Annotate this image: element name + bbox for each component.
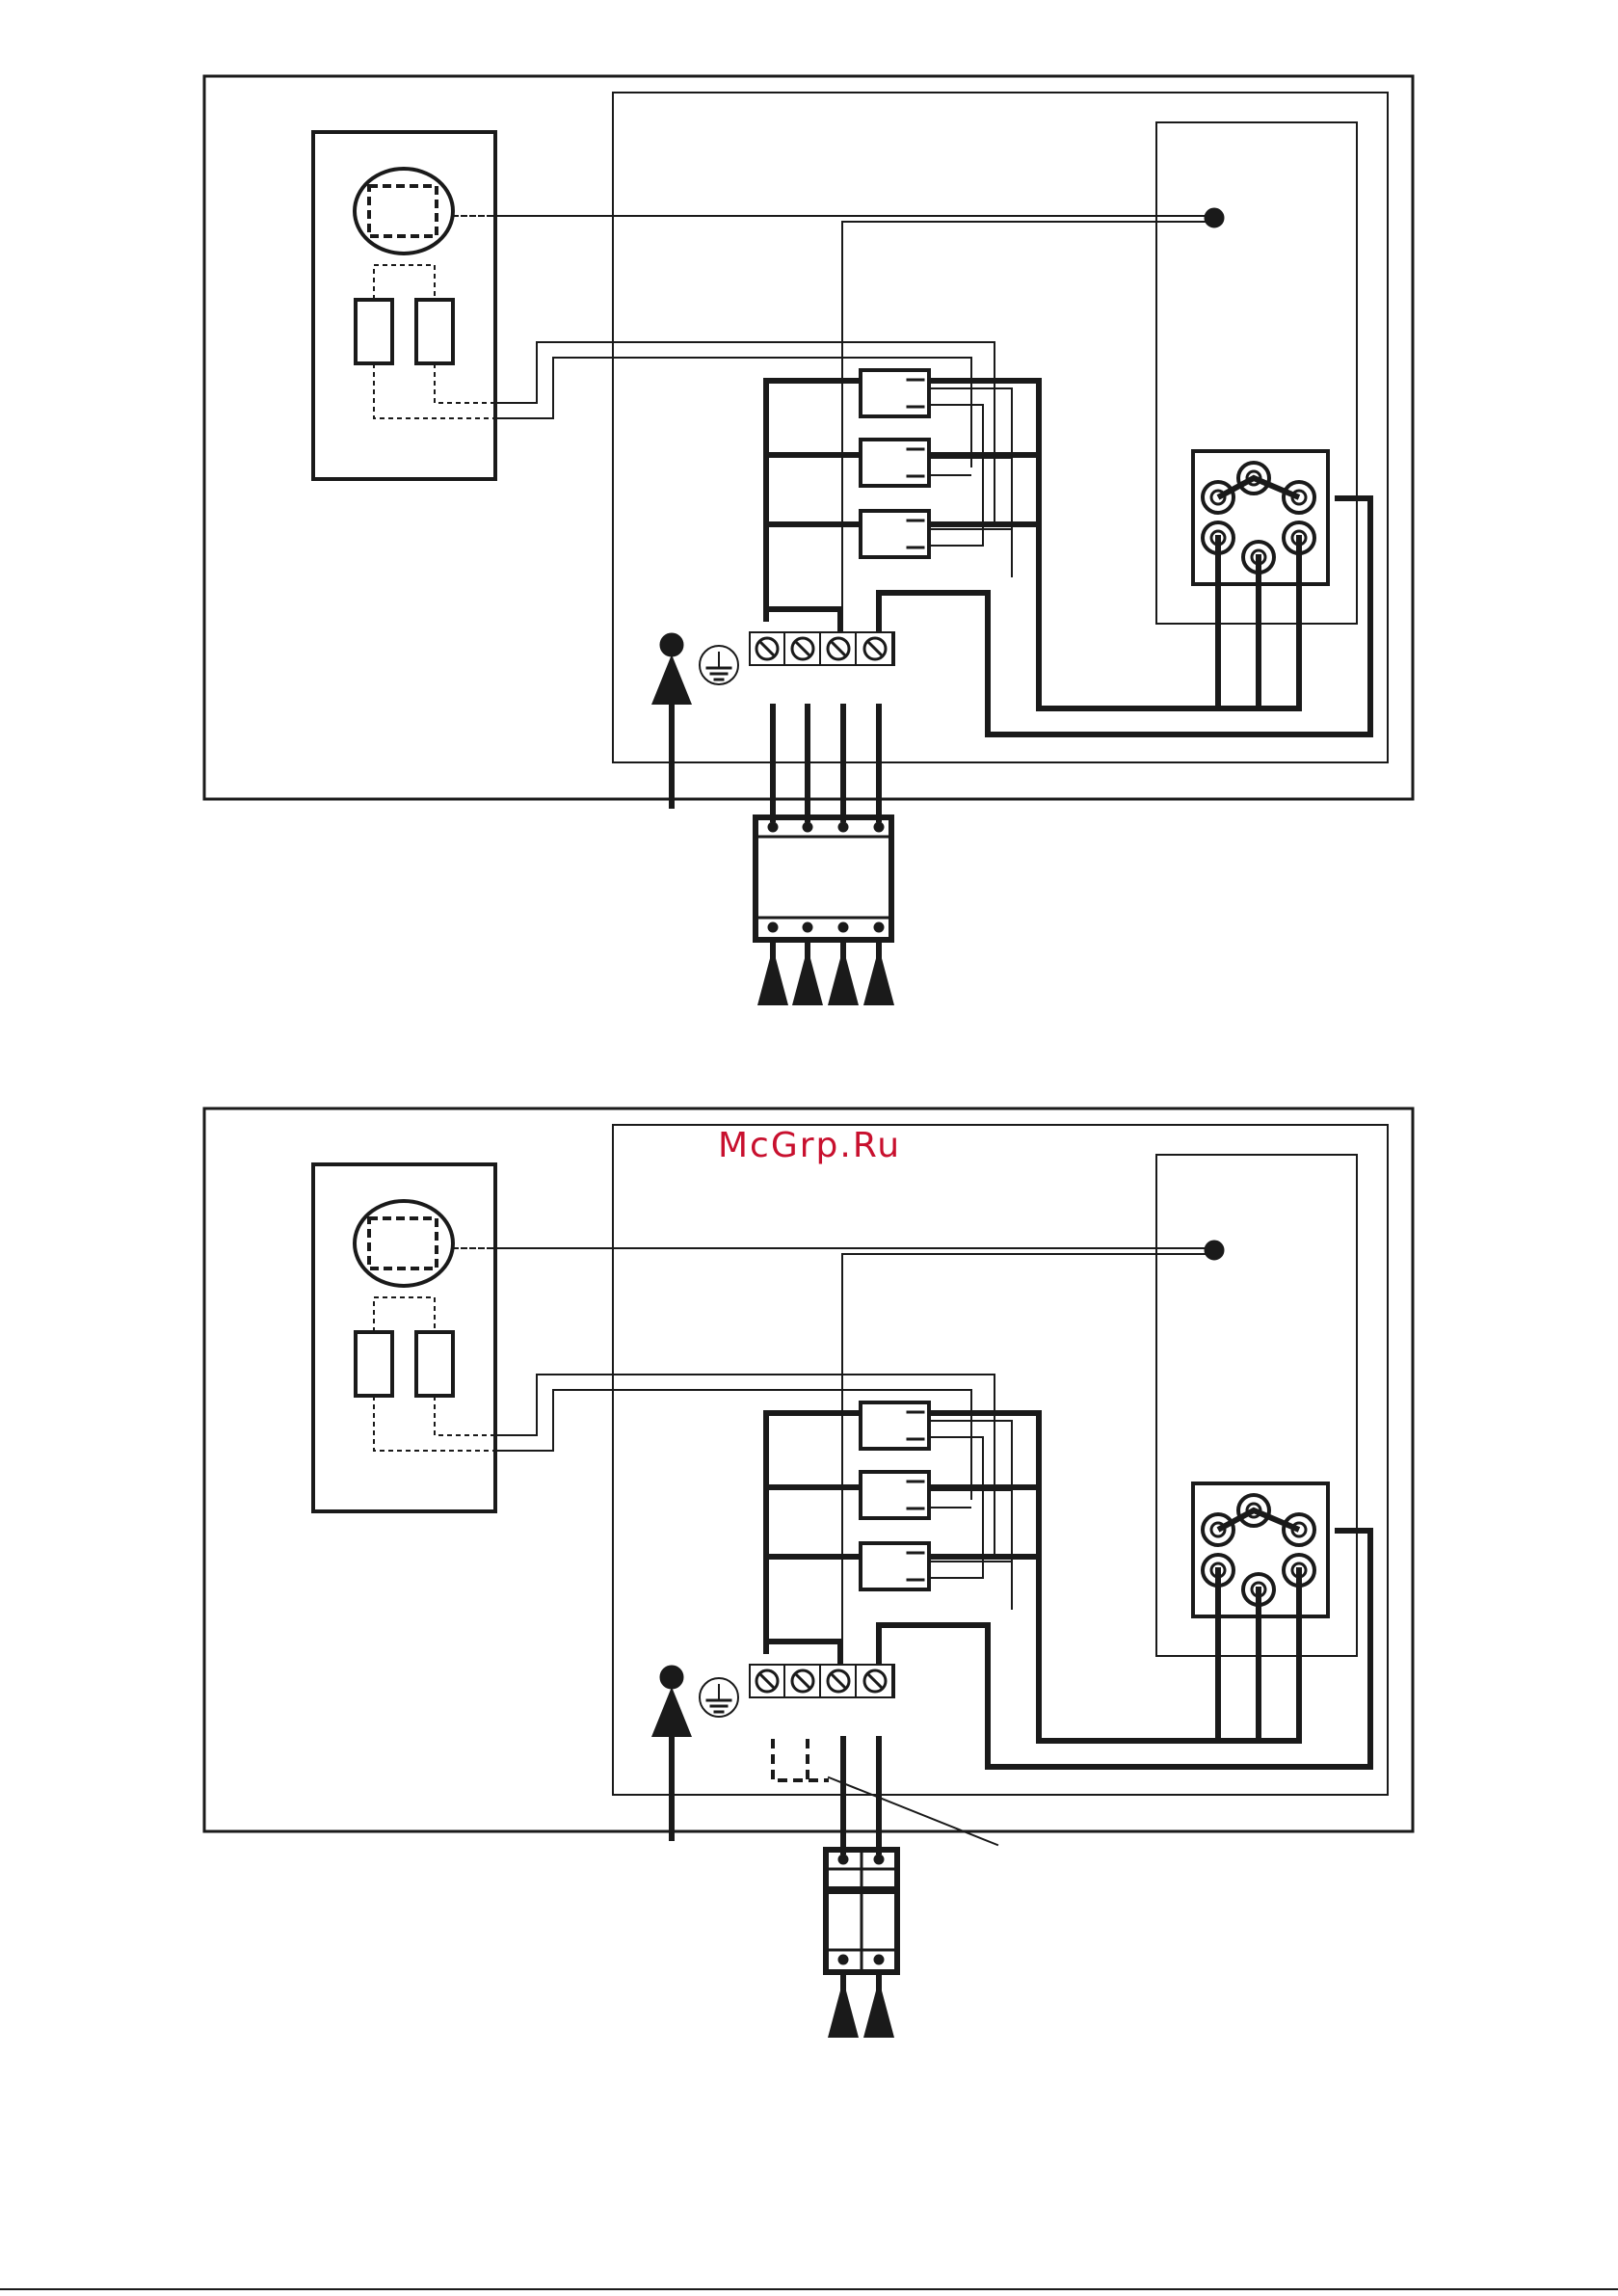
- breaker-terminal: [874, 1855, 884, 1864]
- phase-arrow-icon: [863, 948, 894, 1005]
- relay-1: [861, 1402, 929, 1449]
- breaker-terminal: [838, 922, 848, 932]
- thermostat-window: [369, 186, 437, 236]
- limiter-right: [416, 1332, 453, 1396]
- phase-arrow-icon: [828, 1980, 859, 2038]
- phase-arrow-icon: [651, 1687, 692, 1737]
- sensor-return-wire: [842, 1254, 1214, 1669]
- phase-arrow-icon: [863, 1980, 894, 2038]
- earth-terminal: [660, 1666, 683, 1689]
- limiter-left: [356, 300, 392, 363]
- breaker-terminal: [874, 822, 884, 832]
- phase-arrow-icon: [757, 948, 788, 1005]
- wiring-diagram-three-phase: [204, 76, 1413, 1005]
- relay-2: [861, 440, 929, 486]
- limiter-right: [416, 300, 453, 363]
- wiring-diagram-single-phase: [204, 1108, 1413, 2038]
- thermostat-link-dashed: [374, 265, 435, 300]
- relay-3: [861, 511, 929, 557]
- breaker-terminal: [803, 922, 812, 932]
- inner-panel: [613, 1125, 1388, 1795]
- breaker-terminal: [768, 922, 778, 932]
- bridge-dashed-1: [773, 1739, 829, 1780]
- sensor-return-wire: [842, 222, 1214, 636]
- sensor-probe: [1205, 1241, 1224, 1260]
- inner-panel: [613, 93, 1388, 762]
- relay-1: [861, 370, 929, 416]
- limiter-out-dashed: [435, 1396, 495, 1435]
- watermark-logo: McGrp.Ru: [718, 1126, 901, 1165]
- breaker-terminal: [874, 1955, 884, 1964]
- breaker-terminal: [803, 822, 812, 832]
- limiter-out-dashed: [435, 363, 495, 403]
- phase-arrow-icon: [828, 948, 859, 1005]
- earth-terminal: [660, 633, 683, 656]
- phase-arrow-icon: [651, 654, 692, 705]
- breaker-terminal: [838, 822, 848, 832]
- breaker-terminal: [838, 1955, 848, 1964]
- thermostat-link-dashed: [374, 1297, 435, 1332]
- phase-arrow-icon: [792, 948, 823, 1005]
- breaker-terminal: [838, 1855, 848, 1864]
- limiter-left: [356, 1332, 392, 1396]
- relay-2: [861, 1472, 929, 1518]
- breaker-terminal: [768, 822, 778, 832]
- sensor-probe: [1205, 208, 1224, 227]
- thermostat-window: [369, 1218, 437, 1268]
- bridge-pointer: [829, 1777, 997, 1845]
- relay-3: [861, 1543, 929, 1589]
- breaker-terminal: [874, 922, 884, 932]
